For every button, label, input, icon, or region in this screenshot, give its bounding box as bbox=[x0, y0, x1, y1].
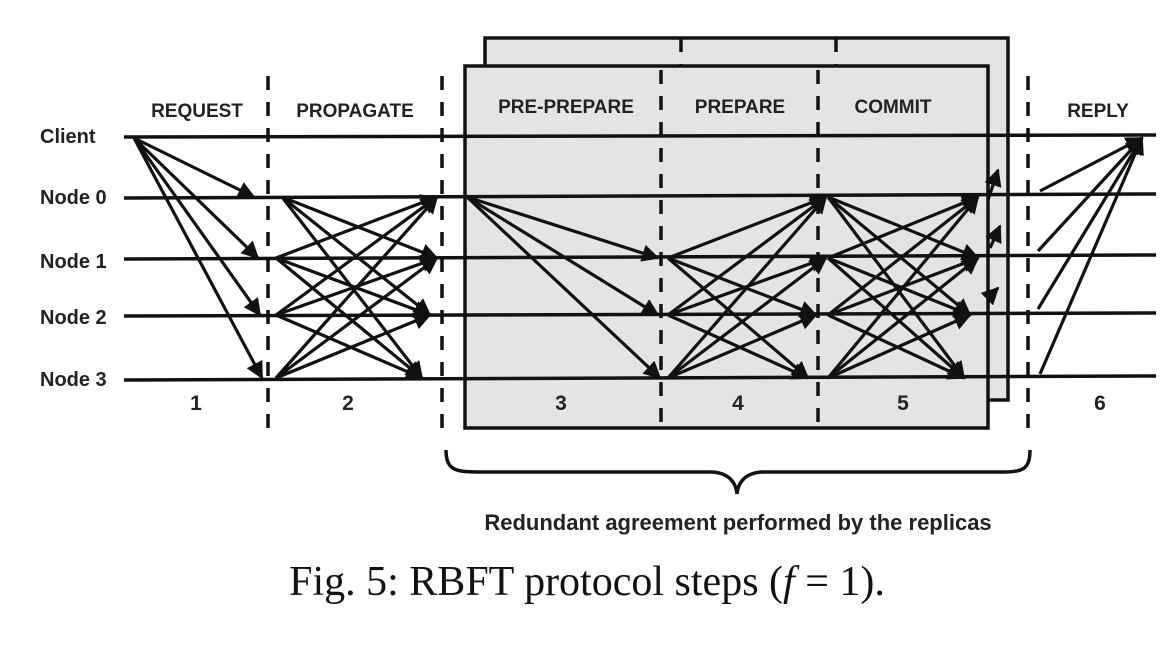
request-message-arrow bbox=[132, 137, 262, 317]
row-label-node-2: Node 2 bbox=[40, 307, 107, 329]
client-timeline bbox=[123, 133, 1157, 139]
node-3-timeline bbox=[123, 374, 1157, 382]
propagate-message-arrow bbox=[274, 195, 439, 380]
request-message-arrow bbox=[132, 136, 260, 260]
commit-message-arrow bbox=[984, 168, 1002, 201]
step-number-4: 4 bbox=[732, 392, 744, 415]
request-message-arrow bbox=[133, 136, 256, 199]
commit-message-arrow bbox=[826, 195, 980, 380]
brace-label: Redundant agreement performed by the rep… bbox=[484, 510, 991, 535]
commit-message-arrow bbox=[827, 256, 980, 380]
propagate-message-arrow bbox=[275, 256, 439, 380]
prepare-message-arrow bbox=[666, 195, 828, 380]
node-0-timeline bbox=[123, 192, 1157, 200]
phase-label-reply: REPLY bbox=[1067, 101, 1129, 122]
commit-message-arrow bbox=[980, 286, 1000, 306]
step-number-6: 6 bbox=[1094, 392, 1106, 415]
replica-panel-front bbox=[463, 64, 990, 430]
figure-caption: Fig. 5: RBFT protocol steps (f = 1). bbox=[0, 558, 1174, 606]
caption-prefix: Fig. 5: RBFT protocol steps ( bbox=[289, 559, 784, 605]
phase-label-propagate: PROPAGATE bbox=[296, 101, 414, 122]
prepare-message-arrow bbox=[667, 256, 818, 318]
commit-message-arrow bbox=[985, 224, 1002, 249]
prepare-message-arrow bbox=[667, 195, 828, 317]
pre-prepare-message-arrow bbox=[465, 195, 662, 380]
caption-suffix: ). bbox=[860, 559, 885, 605]
commit-message-arrow bbox=[827, 195, 980, 317]
message-arrows bbox=[132, 136, 1144, 380]
reply-message-arrow bbox=[1038, 136, 1144, 375]
phase-label-request: REQUEST bbox=[151, 101, 243, 122]
propagate-message-arrow bbox=[275, 194, 439, 260]
commit-message-arrow bbox=[826, 256, 966, 380]
prepare-message-arrow bbox=[666, 256, 810, 380]
reply-message-arrow bbox=[1036, 136, 1144, 253]
step-number-3: 3 bbox=[555, 392, 567, 415]
prepare-message-arrow bbox=[667, 256, 828, 380]
row-label-client: Client bbox=[40, 126, 96, 148]
step-number-5: 5 bbox=[897, 392, 909, 415]
commit-message-arrow bbox=[827, 313, 972, 380]
node-1-timeline bbox=[123, 253, 1157, 261]
pre-prepare-message-arrow bbox=[466, 195, 660, 262]
agreement-brace bbox=[444, 449, 1032, 495]
row-label-node-0: Node 0 bbox=[40, 187, 107, 209]
commit-message-arrow bbox=[826, 195, 972, 317]
pre-prepare-message-arrow bbox=[466, 195, 660, 317]
caption-equals: = 1 bbox=[794, 559, 861, 605]
propagate-message-arrow bbox=[275, 312, 432, 380]
request-message-arrow bbox=[132, 137, 264, 380]
phase-label-prepare: PREPARE bbox=[695, 97, 785, 118]
commit-message-arrow bbox=[827, 194, 980, 260]
step-number-2: 2 bbox=[342, 392, 354, 415]
prepare-message-arrow bbox=[667, 313, 818, 380]
prepare-message-arrow bbox=[667, 194, 828, 260]
phase-label-commit: COMMIT bbox=[854, 97, 931, 118]
propagate-message-arrow bbox=[275, 195, 439, 317]
caption-variable: f bbox=[783, 559, 795, 605]
reply-message-arrow bbox=[1036, 136, 1144, 310]
step-number-1: 1 bbox=[190, 392, 202, 415]
row-label-node-3: Node 3 bbox=[40, 369, 107, 391]
phase-label-pre-prepare: PRE-PREPARE bbox=[498, 97, 634, 118]
propagate-message-arrow bbox=[274, 256, 424, 380]
row-label-node-1: Node 1 bbox=[40, 251, 107, 273]
